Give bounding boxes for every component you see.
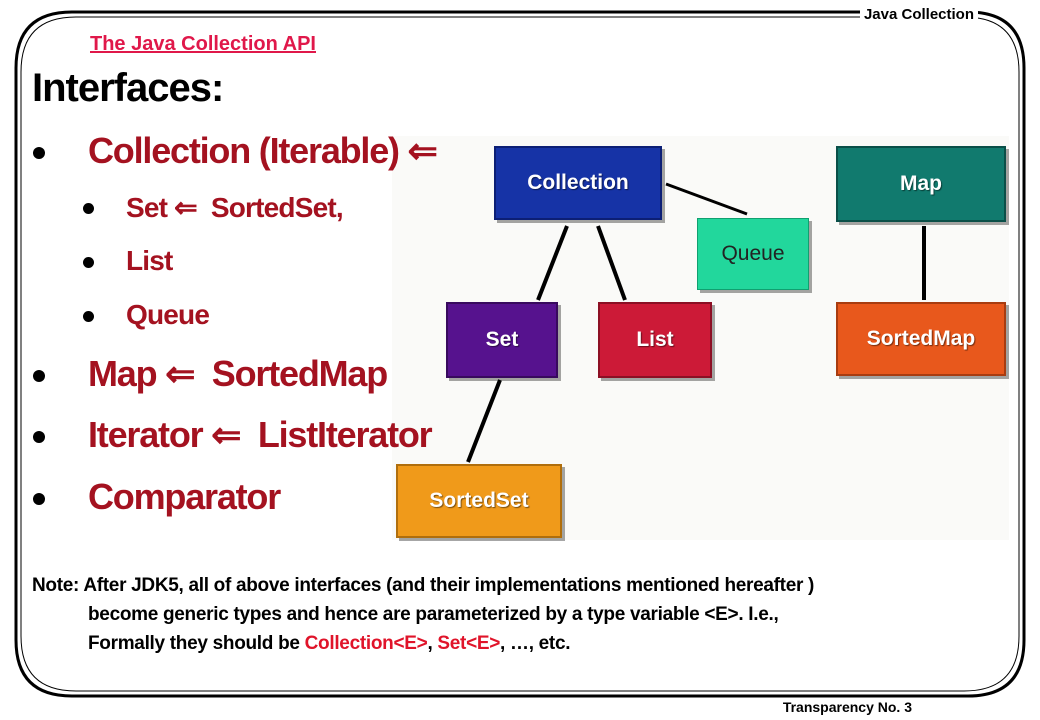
bullet-dot: [83, 311, 94, 322]
bullet-queue: Queue: [126, 299, 210, 330]
footer-page-number: Transparency No. 3: [778, 699, 916, 715]
bullet-iterator: Iterator ⇐ ListIterator: [88, 414, 433, 455]
bullet-collection: Collection (Iterable) ⇐: [88, 130, 438, 171]
bullet-dot: [33, 147, 45, 159]
bullet-comparator: Comparator: [88, 476, 281, 517]
bullet-set: Set ⇐ SortedSet,: [126, 192, 344, 223]
note-paragraph: Note: After JDK5, all of above interface…: [32, 571, 992, 658]
list-box: List: [598, 302, 712, 378]
bullet-dot: [33, 493, 45, 505]
header-title: Java Collection: [859, 6, 978, 23]
bullet-dot: [33, 370, 45, 382]
queue-box: Queue: [697, 218, 809, 290]
set-box: Set: [446, 302, 558, 378]
bullet-list: List: [126, 245, 173, 276]
sortedmap-box: SortedMap: [836, 302, 1006, 376]
sortedset-box: SortedSet: [396, 464, 562, 538]
bullet-dot: [33, 431, 45, 443]
slide-heading: Interfaces:: [32, 66, 224, 110]
bullet-dot: [83, 257, 94, 268]
slide-subtitle: The Java Collection API: [90, 33, 316, 55]
slide-frame: [14, 10, 1026, 698]
collection-box: Collection: [494, 146, 662, 220]
note-line-1: Note: After JDK5, all of above interface…: [32, 575, 815, 596]
map-box: Map: [836, 146, 1006, 222]
note-line-3: Formally they should be Collection<E>, S…: [88, 633, 571, 654]
bullet-map: Map ⇐ SortedMap: [88, 353, 388, 394]
bullet-dot: [83, 203, 94, 214]
note-line-2: become generic types and hence are param…: [88, 604, 779, 625]
